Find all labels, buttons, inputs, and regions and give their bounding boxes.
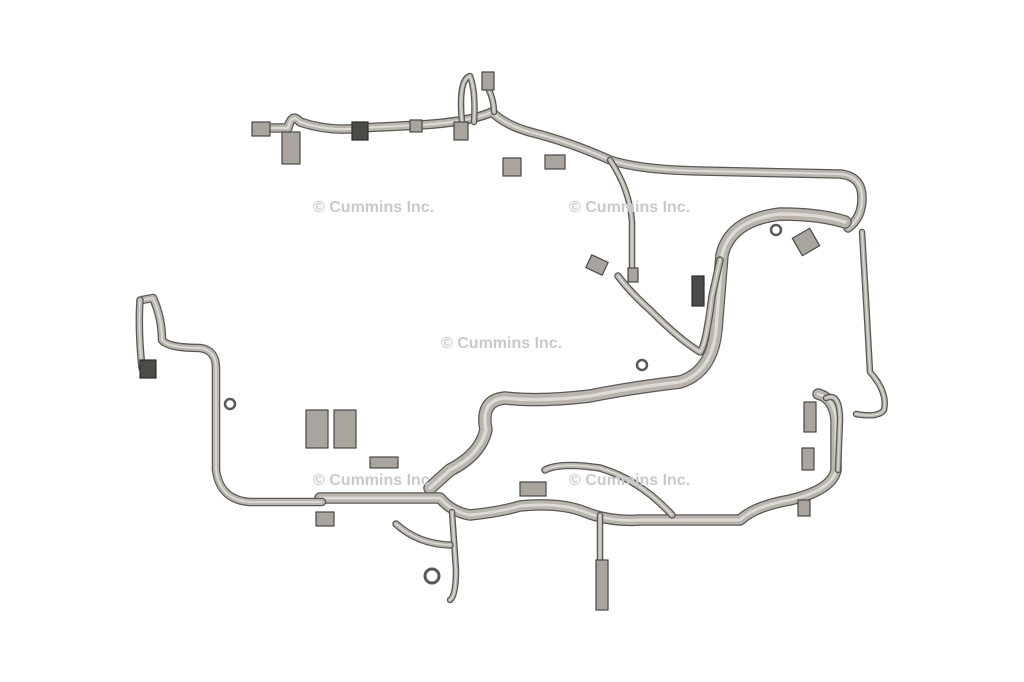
connector [369, 456, 399, 469]
connector [351, 121, 369, 141]
connector [544, 154, 566, 170]
connector [691, 275, 705, 307]
connector [139, 359, 157, 379]
ring-terminal [223, 397, 237, 411]
connector [797, 499, 811, 517]
connector [481, 71, 495, 91]
connector [333, 409, 357, 449]
mount-clip [769, 223, 783, 237]
watermark: © Cummins Inc. [569, 472, 691, 489]
connector [791, 227, 821, 257]
harness-wire [460, 75, 476, 123]
connector [502, 157, 522, 177]
harness-wire [449, 511, 457, 601]
watermark: © Cummins Inc. [569, 199, 691, 216]
harness-wire [544, 464, 673, 516]
connector [315, 511, 335, 527]
connector [585, 254, 609, 276]
watermark: © Cummins Inc. [313, 472, 435, 489]
connector [627, 267, 639, 283]
connector [281, 131, 301, 165]
watermark: © Cummins Inc. [441, 335, 563, 352]
harness-wire [825, 396, 841, 471]
harness-wire [855, 231, 886, 416]
connector [305, 409, 329, 449]
connector [801, 447, 815, 471]
harness-wire [260, 110, 864, 230]
connector [519, 481, 547, 497]
connector [409, 119, 423, 133]
harness-wire [428, 212, 847, 490]
ring-terminal [423, 567, 441, 585]
watermark: © Cummins Inc. [313, 199, 435, 216]
harness-wire [395, 523, 451, 546]
harness-wire [141, 297, 323, 503]
connector [803, 401, 817, 433]
connector [595, 559, 609, 611]
connector [251, 121, 271, 137]
connector [453, 121, 469, 141]
harness-wire [609, 159, 633, 271]
mount-clip [635, 358, 649, 372]
harness-wire [617, 259, 721, 353]
connectors [139, 71, 821, 611]
